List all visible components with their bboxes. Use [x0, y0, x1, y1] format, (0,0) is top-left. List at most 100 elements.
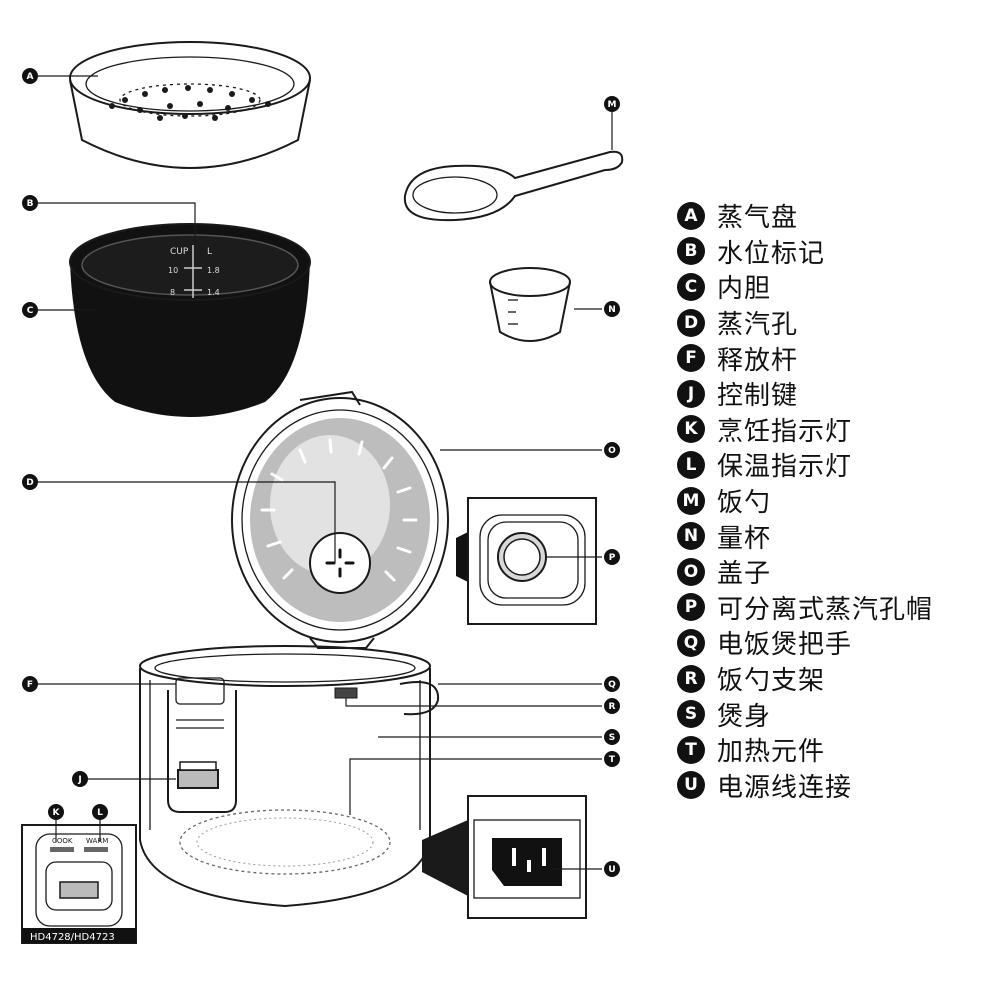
callout-t: T [604, 751, 620, 767]
legend-label: 盖子 [717, 559, 772, 590]
svg-text:P: P [609, 553, 616, 563]
callout-a: A [22, 68, 38, 84]
legend-label: 保温指示灯 [717, 452, 853, 483]
callout-q: Q [604, 676, 620, 692]
callout-f: F [22, 676, 38, 692]
svg-text:C: C [27, 306, 34, 316]
cooker-body [139, 645, 440, 908]
legend-badge: L [677, 450, 705, 479]
mark-8: 8 [170, 288, 175, 297]
legend-item-u: U 电源线连接 [677, 768, 933, 804]
legend-badge: D [677, 308, 705, 337]
legend-badge: T [677, 735, 705, 764]
legend-label: 蒸汽孔 [717, 310, 799, 341]
inner-pot: CUP L 10 1.8 8 1.4 [69, 223, 311, 417]
svg-text:J: J [77, 775, 81, 785]
steam-cap-inset [456, 497, 597, 625]
callout-l: L [92, 804, 108, 820]
legend-label: 水位标记 [717, 238, 826, 269]
legend-item-p: P 可分离式蒸汽孔帽 [677, 590, 933, 626]
steam-tray [69, 41, 311, 169]
svg-text:U: U [608, 865, 615, 875]
legend-badge: C [677, 272, 705, 301]
legend-label: 量杯 [717, 523, 772, 554]
legend-label: 电源线连接 [717, 772, 853, 803]
legend-badge: B [677, 237, 705, 266]
callout-b: B [22, 195, 38, 211]
legend-item-l: L 保温指示灯 [677, 447, 933, 483]
legend-badge: O [677, 557, 705, 586]
legend-badge: R [677, 664, 705, 693]
warm-label: WARM [86, 837, 108, 845]
mark-1-8: 1.8 [207, 266, 220, 275]
legend-item-s: S 煲身 [677, 696, 933, 732]
cook-label: COOK [52, 837, 73, 845]
legend-badge: S [677, 700, 705, 729]
callout-u: U [604, 861, 620, 877]
legend-label: 饭勺 [717, 488, 772, 519]
svg-text:R: R [609, 702, 616, 712]
legend-item-k: K 烹饪指示灯 [677, 412, 933, 448]
legend-item-b: B 水位标记 [677, 234, 933, 270]
svg-text:D: D [26, 478, 33, 488]
legend-label: 可分离式蒸汽孔帽 [717, 594, 934, 625]
callout-k: K [48, 804, 64, 820]
svg-text:B: B [27, 199, 34, 209]
cup-mark: CUP [170, 247, 189, 257]
svg-text:Q: Q [608, 680, 616, 690]
measuring-cup [489, 267, 571, 342]
legend-badge: J [677, 379, 705, 408]
legend-label: 内胆 [717, 274, 772, 305]
svg-text:M: M [608, 100, 617, 110]
legend-item-r: R 饭勺支架 [677, 661, 933, 697]
legend-label: 蒸气盘 [717, 203, 799, 234]
legend-label: 电饭煲把手 [717, 630, 853, 661]
legend-item-c: C 内胆 [677, 269, 933, 305]
callout-o: O [604, 442, 620, 458]
legend-item-f: F 释放杆 [677, 340, 933, 376]
liter-mark: L [207, 247, 212, 257]
svg-text:T: T [609, 755, 616, 765]
callout-p: P [604, 549, 620, 565]
power-socket-inset [422, 795, 587, 919]
legend-badge: P [677, 593, 705, 622]
rice-spoon [403, 150, 624, 222]
legend-badge: Q [677, 628, 705, 657]
svg-text:N: N [608, 305, 616, 315]
open-lid [231, 390, 449, 649]
legend-badge: N [677, 522, 705, 551]
svg-text:O: O [608, 446, 616, 456]
legend-badge: M [677, 486, 705, 515]
control-panel-inset: COOK WARM HD4728/HD4723 [21, 824, 137, 944]
legend-badge: A [677, 201, 705, 230]
svg-text:K: K [53, 808, 61, 818]
svg-text:A: A [27, 72, 34, 82]
legend-badge: K [677, 415, 705, 444]
legend-label: 煲身 [717, 701, 772, 732]
mark-10: 10 [168, 266, 178, 275]
legend-label: 释放杆 [717, 345, 799, 376]
legend-item-n: N 量杯 [677, 518, 933, 554]
legend-badge: F [677, 344, 705, 373]
legend-badge: U [677, 771, 705, 800]
callout-s: S [604, 729, 620, 745]
callout-n: N [604, 301, 620, 317]
svg-text:F: F [27, 680, 33, 690]
legend-item-d: D 蒸汽孔 [677, 305, 933, 341]
callout-d: D [22, 474, 38, 490]
model-number: HD4728/HD4723 [30, 932, 115, 943]
mark-1-4: 1.4 [207, 288, 220, 297]
legend-label: 烹饪指示灯 [717, 416, 853, 447]
callout-badges: A B C D F J K L M N O P Q R S T U [22, 68, 620, 877]
legend-item-q: Q 电饭煲把手 [677, 625, 933, 661]
svg-text:L: L [97, 808, 103, 818]
leader-lines [38, 75, 613, 870]
legend-label: 饭勺支架 [717, 666, 826, 697]
legend-item-a: A 蒸气盘 [677, 198, 933, 234]
svg-text:S: S [609, 733, 615, 743]
